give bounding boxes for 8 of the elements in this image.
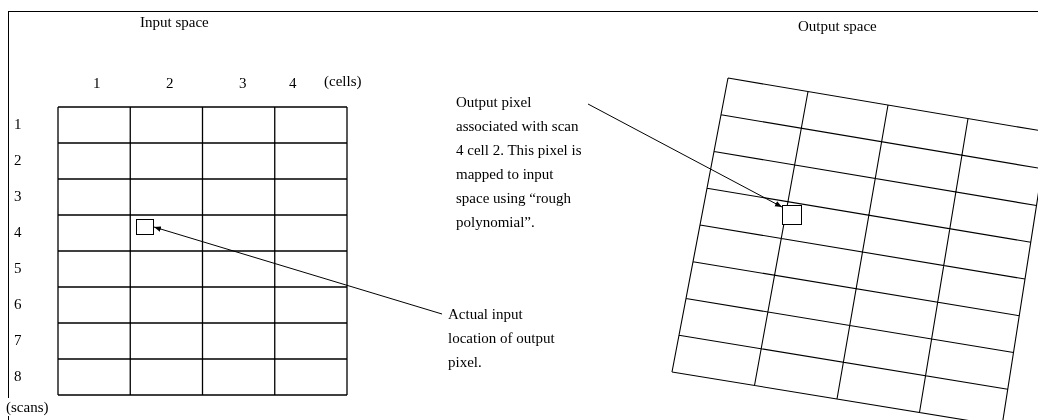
axis-label: (scans)	[6, 398, 49, 416]
axis-label: (cells)	[324, 72, 362, 90]
leader-arrow	[587, 103, 783, 208]
annotation-text: Output pixel associated with scan 4 cell 2. This pixel is mapped to input space using “rough polynomial”.	[456, 90, 588, 234]
input-pixel-square	[136, 219, 154, 235]
annotation-text: Actual input location of output pixel.	[448, 302, 568, 374]
output-pixel-square	[782, 205, 802, 225]
leader-arrow	[153, 226, 443, 315]
